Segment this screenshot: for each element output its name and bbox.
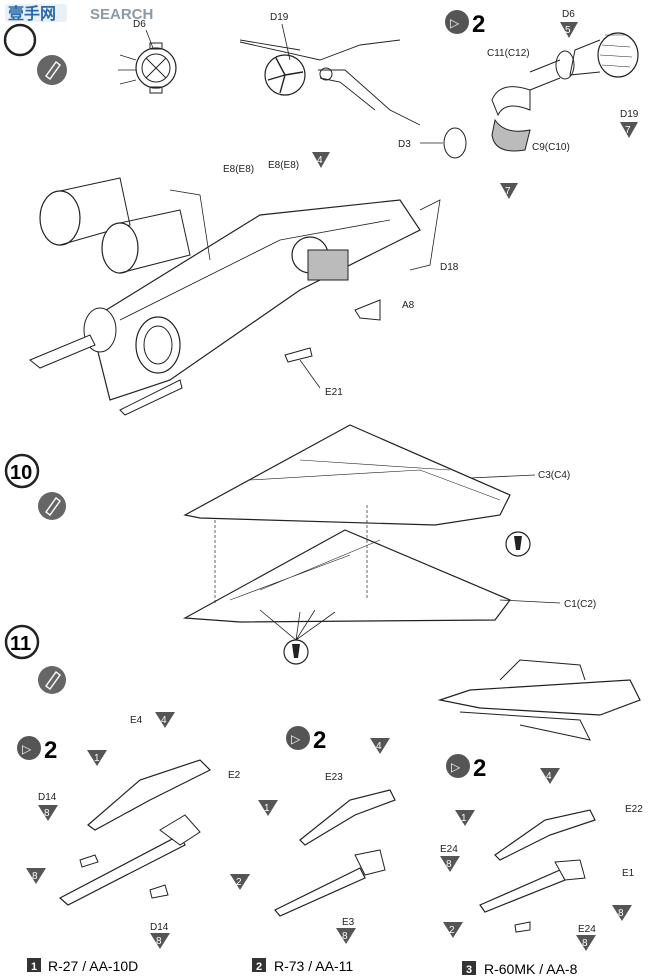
svg-text:4: 4 [376,741,382,752]
svg-text:1: 1 [94,753,100,764]
part-label-d19: D19 [270,12,289,23]
part-label-e8-b: E8(E8) [268,160,299,171]
part-label-a8: A8 [402,300,415,311]
missile-caption-2: R-73 / AA-11 [274,958,353,974]
glue-icon [37,55,67,85]
step-10: 10 C3(C4) C1(C2) [4,424,596,665]
part-label-e23: E23 [325,772,343,783]
missile-1-group: ▷ 2 E4 4 1 E2 D14 8 8 D14 8 [17,712,241,949]
svg-text:▷: ▷ [291,732,301,746]
svg-text:3: 3 [466,964,472,976]
part-label-c1: C1(C2) [564,599,596,610]
part-label-e2: E2 [228,770,241,781]
svg-text:2: 2 [256,961,262,973]
step-circle [3,23,37,57]
missile-caption-1: R-27 / AA-10D [48,958,138,974]
svg-text:7: 7 [625,125,631,136]
svg-text:8: 8 [342,931,348,942]
svg-text:2: 2 [44,737,57,764]
caption-index-box [27,958,41,972]
part-label-e24-a: E24 [440,844,458,855]
watermark: 壹手网 SEARCH [5,4,153,23]
part-label-e24-b: E24 [578,924,596,935]
svg-text:8: 8 [618,908,624,919]
part-label-d6: D6 [133,19,146,30]
svg-text:1: 1 [264,803,270,814]
nozzle-d6-detail: D6 [118,19,177,94]
mirror-icon [17,736,41,760]
part-label-d14-b: D14 [150,922,169,933]
step-circle [4,453,40,489]
part-label-c9: C9(C10) [532,142,570,153]
step-number: 10 [10,462,32,484]
svg-text:5: 5 [565,25,571,36]
svg-text:2: 2 [313,727,326,754]
svg-text:4: 4 [161,715,167,726]
svg-text:8: 8 [156,936,162,947]
svg-text:1: 1 [31,961,37,973]
svg-text:8: 8 [44,808,50,819]
part-label-d19-right: D19 [620,109,639,120]
side-view [437,679,641,716]
watermark-logo [5,4,67,22]
missile-caption-3: R-60MK / AA-8 [484,961,578,977]
lower-wing [182,529,511,623]
caption-index-box [462,961,476,975]
svg-text:2: 2 [236,877,242,888]
svg-text:8: 8 [32,871,38,882]
svg-text:8: 8 [446,859,452,870]
caption-index-box [252,958,266,972]
part-label-d3: D3 [398,139,411,150]
missile-3-group: ▷ 2 4 E22 1 E24 8 E1 8 2 E24 8 [440,754,643,951]
mirror-icon [446,754,470,778]
watermark-logo-text: 壹手网 [8,4,56,23]
mirror-icon [445,10,469,34]
glue-icon [38,666,66,694]
svg-text:7: 7 [505,186,511,197]
nozzle-d19-detail: D19 [239,12,421,126]
svg-text:4: 4 [317,155,323,166]
part-label-d14-a: D14 [38,792,57,803]
part-label-c3: C3(C4) [538,470,570,481]
part-label-e4: E4 [130,715,143,726]
svg-text:8: 8 [582,938,588,949]
mirror-icon [286,726,310,750]
svg-text:2: 2 [473,755,486,782]
missile-2-group: ▷ 2 E23 4 1 2 E3 8 [230,726,396,944]
step-circle [4,624,40,660]
part-label-e1: E1 [622,868,635,879]
part-label-e22: E22 [625,804,643,815]
part-label-d18: D18 [440,262,459,273]
svg-text:▷: ▷ [450,16,460,30]
step-11: 11 [4,624,641,741]
part-label-e3: E3 [342,917,355,928]
svg-text:2: 2 [449,925,455,936]
fuselage-assembly: E8(E8) E8(E8) 4 D18 A8 E21 [29,152,459,416]
nozzle-assembly: ▷ 2 D6 5 C11(C12) C9(C10) D3 D19 7 7 [398,9,639,199]
glue-icon [38,492,66,520]
missile-captions: 1 R-27 / AA-10D 2 R-73 / AA-11 3 R-60MK … [27,958,578,977]
part-label-e8-a: E8(E8) [223,164,254,175]
step-9-partial [3,23,67,85]
svg-text:▷: ▷ [22,742,32,756]
part-label-c11: C11(C12) [487,48,530,59]
ref-badge-5 [560,22,578,38]
part-label-e21: E21 [325,387,343,398]
watermark-text: SEARCH [90,6,153,23]
part-label-d6-right: D6 [562,9,575,20]
upper-wing [183,424,511,526]
svg-text:▷: ▷ [451,760,461,774]
svg-text:1: 1 [461,813,467,824]
mirror-count: 2 [472,11,485,38]
step-number: 11 [10,633,31,655]
svg-text:4: 4 [546,771,552,782]
